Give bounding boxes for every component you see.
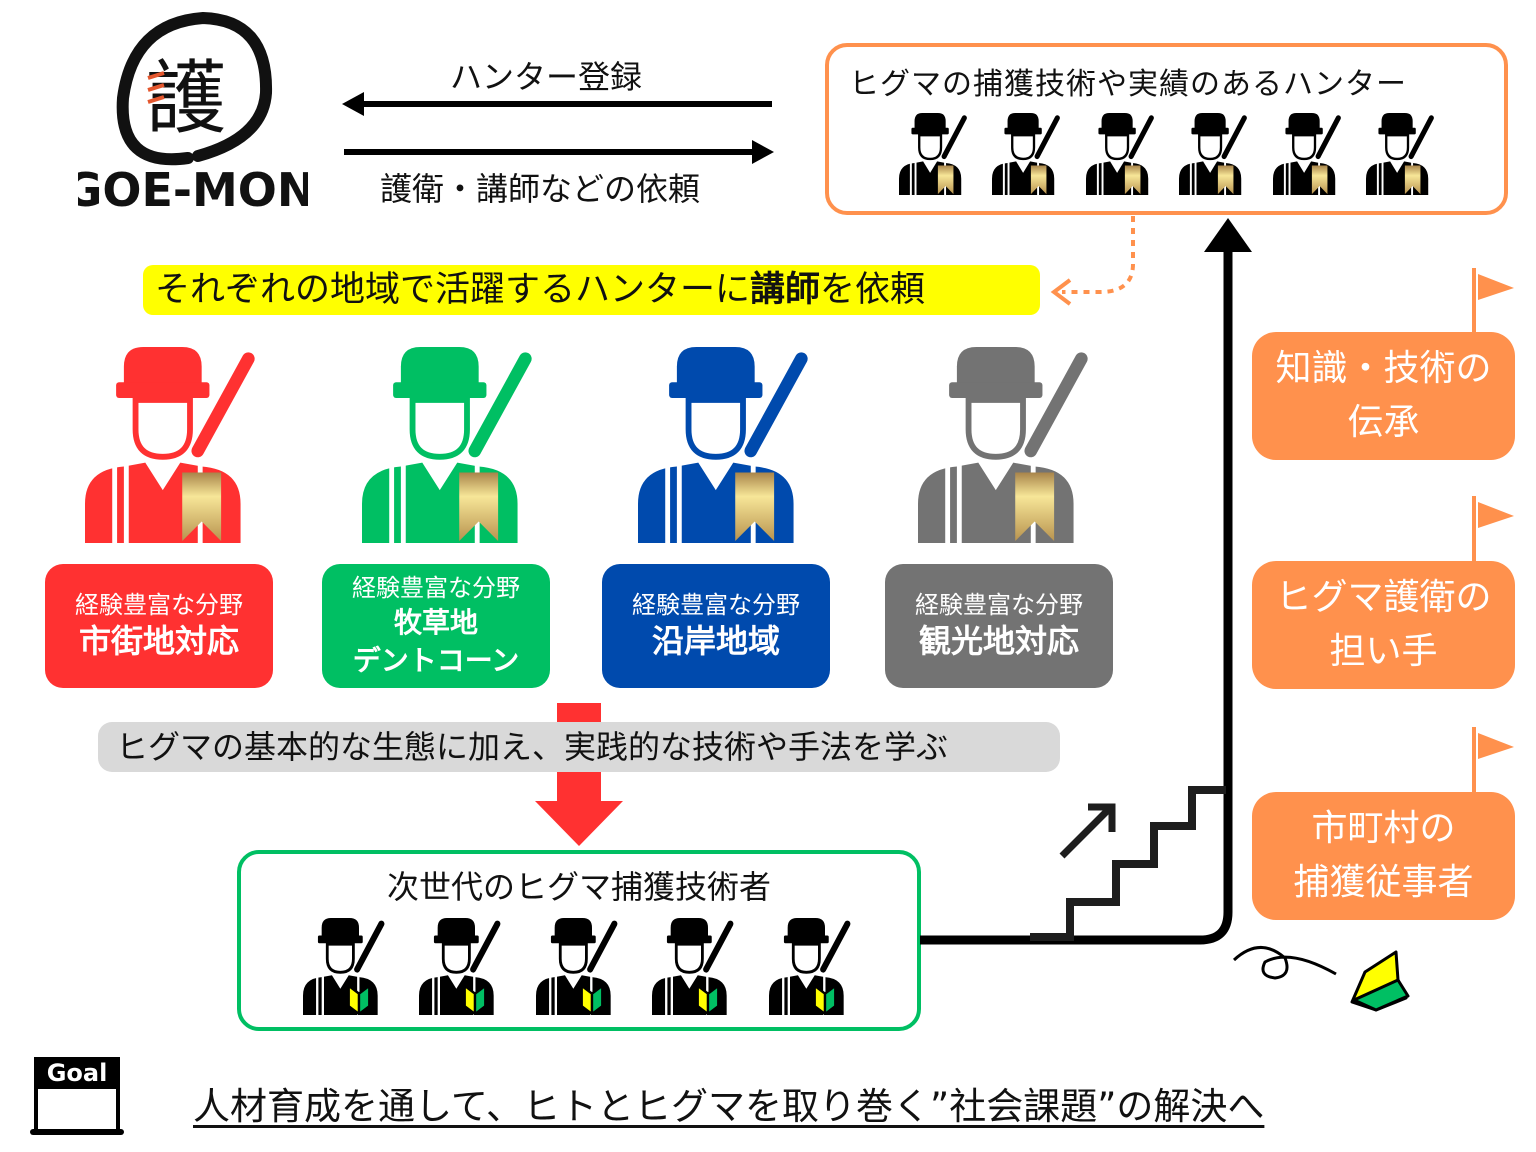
up-right-arrow-icon xyxy=(1059,805,1113,859)
stage-escort-bearer: ヒグマ護衛の担い手 xyxy=(1252,561,1515,689)
hunter-icon xyxy=(899,113,969,195)
arrow-left xyxy=(342,92,774,164)
highlight-text: 依頼 xyxy=(855,270,926,310)
instructor-hunter-icon xyxy=(918,347,1093,543)
flag-icon xyxy=(1472,496,1514,562)
field-value: 沿岸地域 xyxy=(651,621,780,660)
stairs-icon xyxy=(1030,786,1226,941)
field-label: 経験豊富な分野 xyxy=(915,590,1083,619)
hunter-registration-label: ハンター登録 xyxy=(450,58,643,96)
field-value: 牧草地 xyxy=(393,605,478,639)
next-generation-title: 次世代のヒグマ捕獲技術者 xyxy=(386,868,771,906)
stage-text: 伝承 xyxy=(1347,402,1420,443)
field-tourism: 経験豊富な分野 観光地対応 xyxy=(885,564,1113,688)
growth-path xyxy=(920,218,1252,945)
flag-icon xyxy=(1472,268,1514,334)
instructor-hunter-icon xyxy=(362,347,537,543)
field-value: 市街地対応 xyxy=(78,621,239,660)
stage-text: 知識・技術の xyxy=(1275,348,1492,389)
learning-banner: ヒグマの基本的な生態に加え、実践的な技術や手法を学ぶ xyxy=(98,722,1060,772)
field-label: 経験豊富な分野 xyxy=(352,573,520,602)
experienced-hunters-box: ヒグマの捕獲技術や実績のあるハンター xyxy=(825,43,1508,215)
trainee-hunter-icon xyxy=(536,918,620,1015)
trainee-hunter-icon xyxy=(303,918,387,1015)
trainee-hunter-icon xyxy=(419,918,503,1015)
request-instructor-highlight: それぞれの地域で活躍するハンターに講師を依頼 xyxy=(143,265,1040,315)
highlight-bold: 講師 xyxy=(750,270,821,310)
next-generation-box: 次世代のヒグマ捕獲技術者 xyxy=(237,850,921,1031)
stage-text: ヒグマ護衛の xyxy=(1275,577,1492,618)
goal-statement: 人材育成を通して、ヒトとヒグマを取り巻く”社会課題”の解決へ xyxy=(193,1085,1265,1128)
instructor-hunter-icon xyxy=(638,347,813,543)
field-label: 経験豊富な分野 xyxy=(75,590,243,619)
stage-text: 市町村の xyxy=(1311,808,1456,849)
stage-municipal-hunter: 市町村の捕獲従事者 xyxy=(1252,792,1515,920)
goemon-logo: 護 GOE-MON xyxy=(65,8,315,218)
trainee-hunter-icon xyxy=(769,918,853,1015)
hunter-icon xyxy=(992,113,1062,195)
field-value: 観光地対応 xyxy=(918,621,1079,660)
trainee-hunter-icon xyxy=(652,918,736,1015)
stage-knowledge-transfer: 知識・技術の伝承 xyxy=(1252,332,1515,460)
stage-text: 捕獲従事者 xyxy=(1293,862,1474,903)
flag-icon xyxy=(1472,727,1514,793)
field-coastal: 経験豊富な分野 沿岸地域 xyxy=(602,564,830,688)
goal-label: Goal xyxy=(34,1057,120,1089)
hunter-icon xyxy=(1366,113,1436,195)
logo-text: GOE-MON xyxy=(78,163,308,217)
field-label: 経験豊富な分野 xyxy=(632,590,800,619)
field-value: デントコーン xyxy=(352,643,520,677)
experienced-hunters-title: ヒグマの捕獲技術や実績のあるハンター xyxy=(849,67,1407,102)
hunter-icon xyxy=(1179,113,1249,195)
hunter-icon xyxy=(1273,113,1343,195)
highlight-text: それぞれの地域で活躍するハンターに xyxy=(155,270,751,310)
highlight-text: を xyxy=(820,270,856,310)
request-label: 護衛・講師などの依頼 xyxy=(380,170,701,208)
dotted-arrow xyxy=(1050,216,1135,306)
field-pasture: 経験豊富な分野 牧草地 デントコーン xyxy=(322,564,550,688)
goal-icon: Goal xyxy=(30,1057,124,1137)
field-urban: 経験豊富な分野 市街地対応 xyxy=(45,564,273,688)
stage-text: 担い手 xyxy=(1329,631,1438,672)
hunter-icon xyxy=(1086,113,1156,195)
beginner-mark-icon xyxy=(1232,946,1410,1012)
instructor-hunter-icon xyxy=(85,347,260,543)
